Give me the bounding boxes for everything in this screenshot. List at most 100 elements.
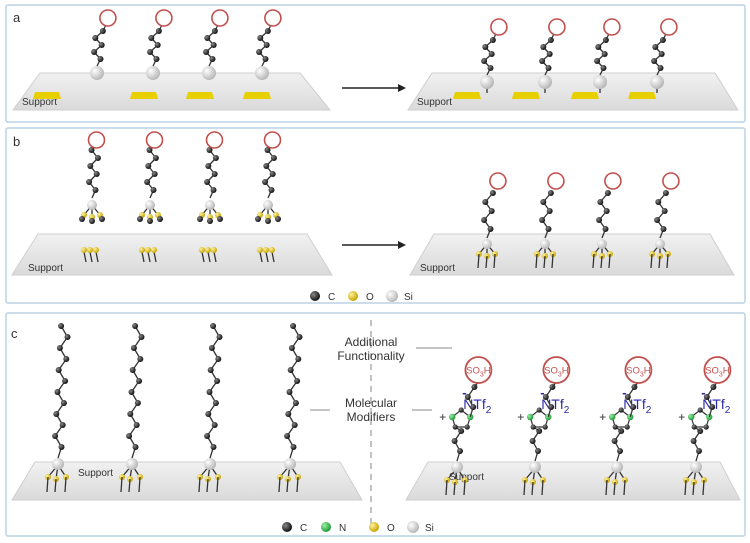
- nitrogen-atom: [527, 413, 534, 421]
- bond: [485, 255, 488, 269]
- carbon-atom: [482, 199, 489, 205]
- legend-carbon-atom: [310, 291, 320, 301]
- anion-subscript: 2: [564, 405, 570, 416]
- bond: [445, 479, 448, 496]
- carbon-atom: [547, 190, 554, 196]
- anion-charge: -: [701, 385, 705, 400]
- sulfonic-acid-subscript: 3: [640, 372, 644, 379]
- annotation-functionality-line2: Functionality: [337, 349, 404, 363]
- bond: [493, 253, 496, 269]
- carbon-atom: [603, 208, 610, 214]
- carbon-atom: [210, 187, 217, 193]
- legend-oxygen-label-c: O: [387, 523, 395, 534]
- carbon-atom: [690, 438, 697, 444]
- carbon-atom: [595, 44, 602, 50]
- carbon-atom: [594, 58, 601, 64]
- legend-top: C O Si: [310, 290, 413, 303]
- carbon-atom: [94, 155, 101, 161]
- support-label-a-left: Support: [22, 97, 57, 108]
- functional-head-circle: [547, 172, 565, 190]
- silicon-atom: [597, 239, 607, 249]
- carbon-atom: [696, 448, 702, 454]
- sulfonic-acid-head: [464, 356, 493, 384]
- carbon-atom: [662, 190, 669, 196]
- silicon-atom: [126, 458, 138, 470]
- carbon-atom: [536, 407, 542, 413]
- sulfonic-acid-label: SO3H: [705, 366, 730, 379]
- carbon-atom: [86, 179, 93, 185]
- carbon-atom: [612, 424, 618, 430]
- molecule-a-left: [202, 9, 229, 80]
- bond: [207, 251, 211, 263]
- carbon-atom: [703, 394, 710, 400]
- support-plate-b-left: [11, 233, 333, 276]
- gold-pad: [33, 92, 61, 99]
- bond: [265, 251, 269, 263]
- functional-head-circle: [489, 172, 507, 190]
- carbon-atom: [91, 49, 98, 55]
- carbon-atom: [64, 334, 71, 340]
- carbon-atom: [292, 400, 299, 406]
- sulfonic-acid-h: H: [562, 366, 569, 377]
- bond: [64, 476, 67, 493]
- carbon-atom: [212, 400, 219, 406]
- silicon-atom: [145, 200, 155, 210]
- gold-pad: [130, 92, 158, 99]
- silicon-atom: [611, 461, 623, 473]
- carbon-atom: [55, 367, 62, 373]
- bond: [286, 478, 289, 493]
- sulfonic-acid-subscript: 3: [719, 372, 723, 379]
- molecule-a-left: [255, 9, 282, 80]
- carbon-atom: [147, 218, 153, 224]
- gold-pad: [628, 92, 656, 99]
- molecule-b-left: [255, 131, 282, 263]
- legend-silicon-atom: [386, 290, 398, 302]
- legend-nitrogen-atom-c: [321, 522, 331, 532]
- carbon-atom: [275, 216, 281, 222]
- legend-carbon-label-c: C: [300, 523, 307, 534]
- carbon-atom: [257, 35, 264, 41]
- carbon-atom: [691, 424, 697, 430]
- carbon-atom: [539, 217, 546, 223]
- support-plate-c-left: [11, 461, 363, 501]
- gold-pad: [571, 92, 599, 99]
- bond: [453, 481, 456, 496]
- annotation-modifiers-line2: Modifiers: [347, 410, 396, 424]
- carbon-atom: [255, 216, 261, 222]
- gold-pad: [186, 92, 214, 99]
- carbon-atom: [88, 147, 95, 153]
- cation-charge: +: [678, 410, 685, 424]
- functional-head-circle: [490, 18, 508, 36]
- bond: [54, 478, 57, 493]
- carbon-atom: [597, 199, 604, 205]
- carbon-atom: [294, 378, 301, 384]
- silicon-atom: [146, 66, 160, 80]
- legend-silicon-label: Si: [404, 292, 413, 303]
- carbon-atom: [600, 65, 607, 71]
- carbon-atom: [137, 216, 143, 222]
- oxygen-atom: [205, 247, 211, 253]
- carbon-atom: [661, 208, 668, 214]
- functional-head-circle: [548, 18, 566, 36]
- bond: [692, 481, 695, 496]
- carbon-atom: [87, 163, 94, 169]
- carbon-atom: [211, 171, 218, 177]
- silicon-atom: [205, 200, 215, 210]
- carbon-atom: [132, 444, 139, 450]
- molecule-b-right: [476, 172, 507, 269]
- carbon-atom: [93, 171, 100, 177]
- legend-oxygen-label: O: [366, 292, 374, 303]
- silicon-atom: [87, 200, 97, 210]
- carbon-atom: [545, 65, 552, 71]
- bond: [83, 251, 87, 263]
- carbon-atom: [268, 187, 275, 193]
- carbon-atom: [134, 400, 141, 406]
- carbon-atom: [457, 448, 463, 454]
- bond: [541, 479, 544, 496]
- functional-head-circle: [662, 172, 680, 190]
- silicon-atom: [529, 461, 541, 473]
- carbon-atom: [204, 35, 211, 41]
- carbon-atom: [97, 56, 104, 62]
